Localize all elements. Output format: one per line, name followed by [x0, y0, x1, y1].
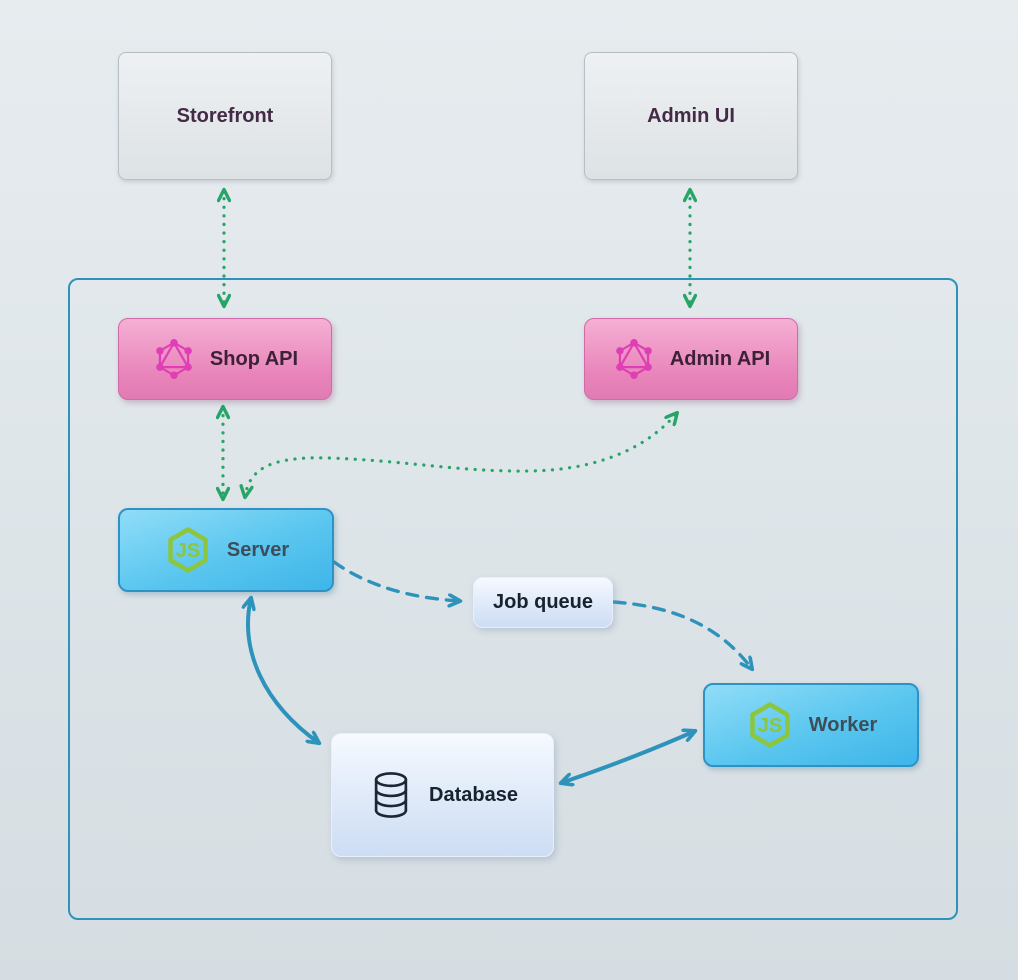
node-job-queue-label: Job queue	[492, 591, 593, 613]
node-storefront: Storefront	[118, 52, 332, 180]
graphql-icon	[152, 337, 196, 381]
node-database-label: Database	[429, 783, 518, 806]
svg-text:JS: JS	[176, 540, 200, 562]
database-icon	[367, 769, 415, 821]
node-admin-api: Admin API	[584, 318, 798, 400]
svg-text:JS: JS	[757, 715, 781, 737]
node-job-queue: Job queue	[473, 577, 613, 628]
node-worker: JS Worker	[703, 683, 919, 767]
node-server: JS Server	[118, 508, 334, 592]
node-server-label: Server	[226, 538, 290, 561]
node-worker-label: Worker	[808, 713, 878, 736]
node-shop-api: Shop API	[118, 318, 332, 400]
graphql-icon	[612, 337, 656, 381]
node-admin-ui: Admin UI	[584, 52, 798, 180]
backend-container-box	[68, 278, 958, 920]
node-storefront-label: Storefront	[176, 104, 274, 127]
nodejs-icon: JS	[163, 525, 213, 575]
node-admin-ui-label: Admin UI	[647, 104, 735, 127]
node-database: Database	[331, 733, 554, 857]
node-admin-api-label: Admin API	[669, 347, 771, 370]
nodejs-icon: JS	[745, 700, 795, 750]
node-shop-api-label: Shop API	[209, 347, 299, 370]
